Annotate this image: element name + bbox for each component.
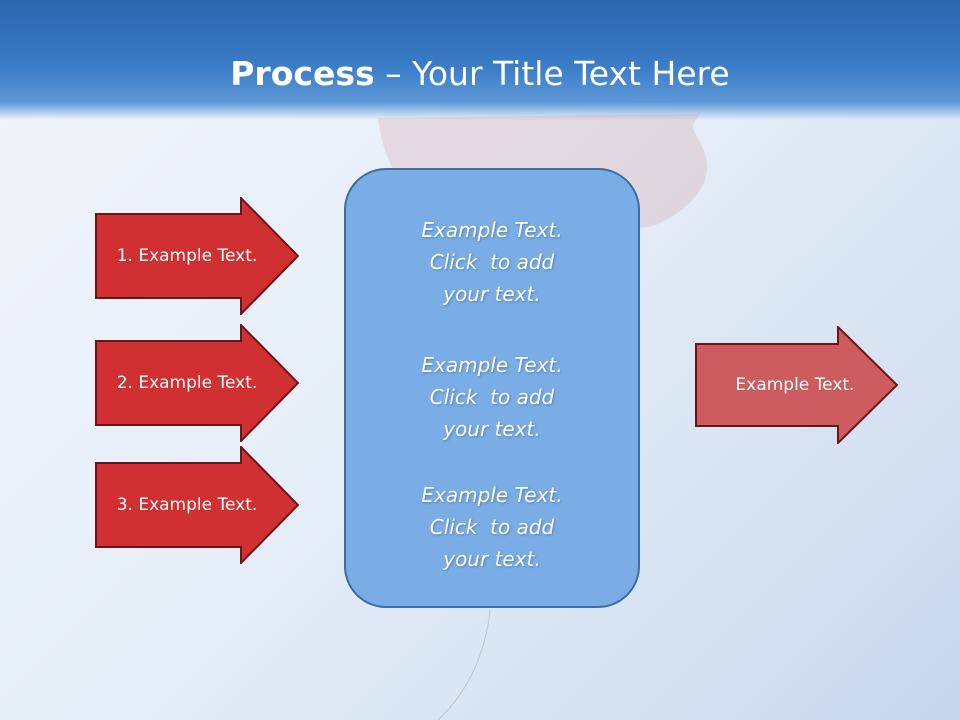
step-arrow-3[interactable]: 3. Example Text. (95, 446, 299, 564)
text-line: your text. (443, 547, 541, 571)
result-arrow-label: Example Text. (735, 375, 855, 395)
title-bold: Process (230, 54, 375, 93)
text-line: Example Text. (421, 483, 563, 507)
arrow-shape (695, 326, 899, 444)
text-line: your text. (443, 417, 541, 441)
text-line: Example Text. (421, 218, 563, 242)
text-block-1: Example Text. Click to add your text. (346, 214, 638, 310)
title-rest: – Your Title Text Here (374, 54, 730, 93)
step-arrow-label: 3. Example Text. (116, 495, 258, 515)
text-line: Click to add (429, 250, 555, 274)
text-line: your text. (443, 282, 541, 306)
title-bar (0, 0, 960, 120)
step-arrow-label: 1. Example Text. (116, 246, 258, 266)
center-text-box[interactable]: Example Text. Click to add your text. Ex… (344, 168, 640, 608)
step-arrow-label: 2. Example Text. (116, 373, 258, 393)
step-arrow-2[interactable]: 2. Example Text. (95, 324, 299, 442)
slide-title: Process – Your Title Text Here (0, 52, 960, 96)
text-line: Example Text. (421, 353, 563, 377)
result-arrow[interactable]: Example Text. (695, 326, 899, 444)
step-arrow-1[interactable]: 1. Example Text. (95, 197, 299, 315)
arrow-shape (95, 324, 299, 442)
text-block-3: Example Text. Click to add your text. (346, 479, 638, 575)
text-line: Click to add (429, 515, 555, 539)
arrow-shape (95, 446, 299, 564)
arrow-shape (95, 197, 299, 315)
faded-line (437, 609, 491, 720)
text-block-2: Example Text. Click to add your text. (346, 349, 638, 445)
text-line: Click to add (429, 385, 555, 409)
